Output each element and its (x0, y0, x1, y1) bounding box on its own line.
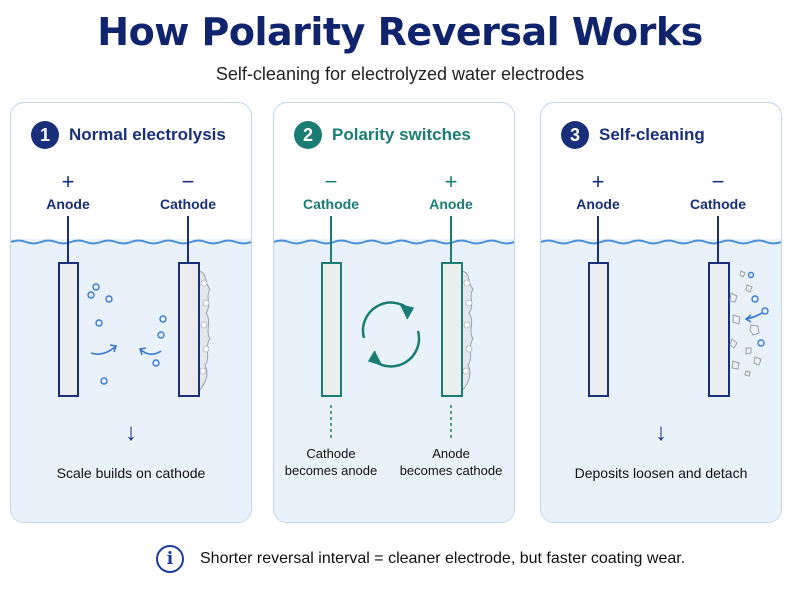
down-arrow: ↓ (125, 419, 137, 446)
minus-sign: − (324, 169, 338, 194)
panel-self-cleaning: 3 Self-cleaning + − Anode Cathode (540, 102, 782, 523)
minus-sign: − (711, 169, 725, 194)
anode-label: Anode (429, 196, 473, 212)
ion-flow-arrows (90, 344, 162, 356)
cathode-electrode (321, 262, 342, 397)
footer-text: Shorter reversal interval = cleaner elec… (200, 550, 686, 567)
detach-arrow (744, 312, 763, 323)
info-icon: i (156, 545, 184, 573)
cathode-label: Cathode (303, 196, 359, 212)
water-area (274, 239, 514, 522)
anode-label: Anode (576, 196, 620, 212)
water-area (11, 239, 251, 522)
plus-sign: + (591, 169, 605, 194)
page-title: How Polarity Reversal Works (97, 10, 703, 54)
right-change-note: Anode becomes cathode (399, 446, 503, 478)
step-number-badge: 1 (31, 121, 59, 149)
page-subtitle: Self-cleaning for electrolyzed water ele… (215, 64, 585, 84)
water-area (541, 239, 781, 522)
anode-electrode (588, 262, 609, 397)
step-number-badge: 2 (294, 121, 322, 149)
cathode-label: Cathode (160, 196, 216, 212)
anode-label: Anode (46, 196, 90, 212)
panel-header: 1 Normal electrolysis (31, 121, 226, 149)
step-number-badge: 3 (561, 121, 589, 149)
detaching-deposits (729, 270, 762, 377)
anode-electrode (441, 262, 463, 397)
cathode-electrode (708, 262, 730, 397)
panel-caption: Deposits loosen and detach (574, 465, 748, 481)
cathode-label: Cathode (690, 196, 746, 212)
electrolysis-drawing (58, 216, 211, 397)
down-arrow: ↓ (655, 419, 667, 446)
panel-heading: Polarity switches (332, 125, 471, 144)
footer-note: i Shorter reversal interval = cleaner el… (156, 545, 685, 573)
scale-deposit (461, 270, 474, 393)
bubbles (747, 271, 769, 347)
panel-normal-electrolysis: 1 Normal electrolysis + − Anode Cathode (10, 102, 252, 523)
panel-heading: Normal electrolysis (69, 125, 226, 144)
panel-polarity-switches: 2 Polarity switches − + Cathode Anode Ca… (273, 102, 515, 523)
bubbles (87, 283, 167, 385)
swap-cycle-icon (361, 301, 421, 368)
panel-header: 3 Self-cleaning (561, 121, 705, 149)
panel-heading: Self-cleaning (599, 125, 705, 144)
self-cleaning-drawing (588, 216, 769, 397)
left-change-note: Cathode becomes anode (284, 446, 378, 478)
polarity-switch-drawing (321, 216, 474, 441)
scale-deposit (198, 270, 211, 393)
plus-sign: + (61, 169, 75, 194)
cathode-electrode (178, 262, 200, 397)
plus-sign: + (444, 169, 458, 194)
minus-sign: − (181, 169, 195, 194)
panel-caption: Scale builds on cathode (56, 465, 206, 481)
anode-electrode (58, 262, 79, 397)
panel-header: 2 Polarity switches (294, 121, 471, 149)
